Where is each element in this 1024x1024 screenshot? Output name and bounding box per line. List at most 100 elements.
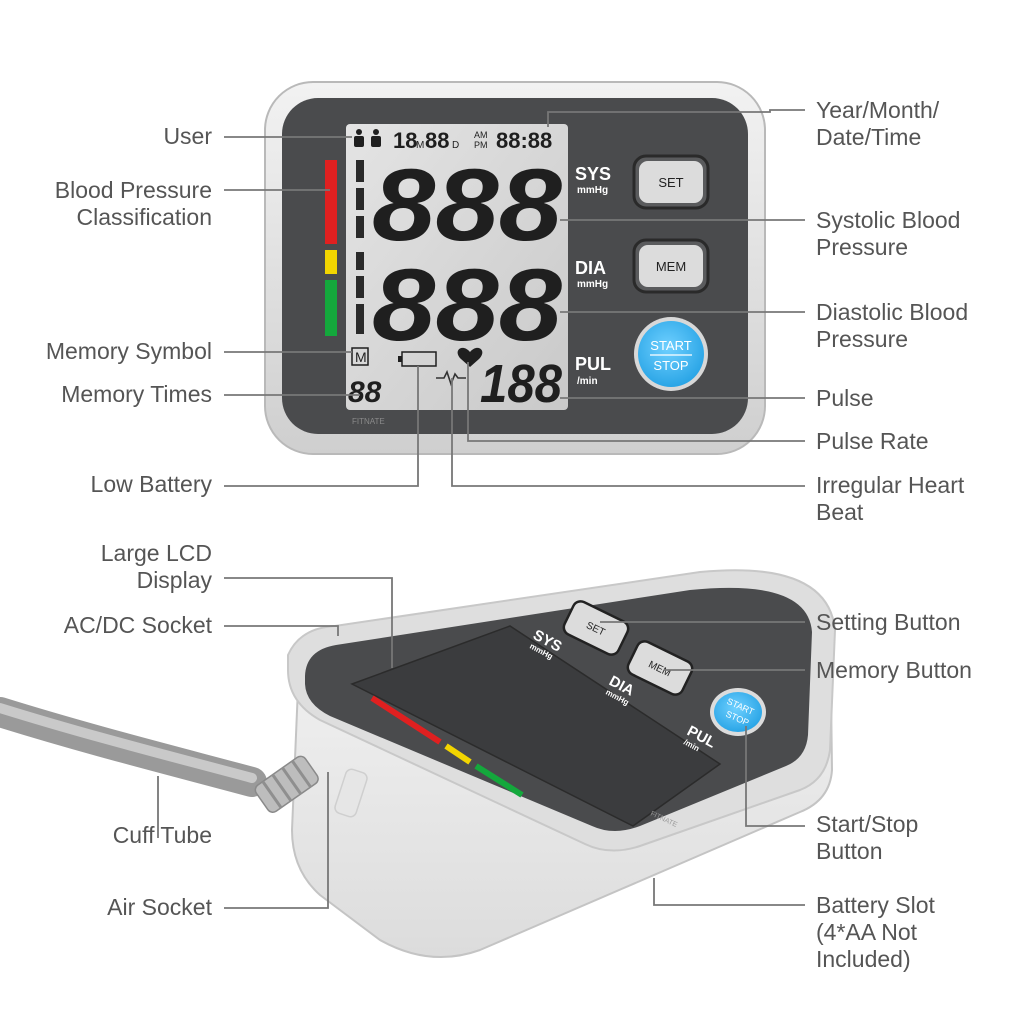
callout-low-battery: Low Battery <box>91 471 212 498</box>
callout-memory-button-line1: Memory Button <box>816 657 972 683</box>
angled-bp-red <box>370 695 442 745</box>
callout-diastolic-line2: Pressure <box>816 326 909 352</box>
callout-battery-slot-line1: Battery Slot <box>816 892 935 918</box>
callout-irregular-heart-beat-line2: Beat <box>816 499 864 525</box>
lcd-am-marker: AM <box>474 130 488 140</box>
callout-cuff-tube-line1: Cuff Tube <box>112 822 212 848</box>
callout-pulse-line1: Pulse <box>816 385 874 411</box>
callout-memory-times: Memory Times <box>61 381 212 408</box>
front-lcd-screen <box>346 124 568 410</box>
angled-start-stop-button[interactable]: START STOP <box>710 688 766 736</box>
angled-device: SYS mmHg DIA mmHg PUL /min SET MEM START… <box>0 569 837 959</box>
callout-pulse-rate-line1: Pulse Rate <box>816 428 929 454</box>
leader-pulse-rate <box>467 362 805 442</box>
lcd-systolic-digits: 888 <box>372 148 562 262</box>
callout-bp-classification: Blood Pressure Classification <box>55 177 212 231</box>
irregular-heartbeat-icon <box>436 369 466 387</box>
lcd-year-digits: 18 <box>393 128 417 153</box>
lcd-month-marker: M <box>416 140 424 151</box>
front-sys-label: SYS <box>575 164 611 184</box>
front-sys-unit: mmHg <box>577 185 608 196</box>
bp-class-red-segment <box>325 160 337 244</box>
angled-lcd-screen <box>350 625 722 827</box>
lcd-memory-digits: 88 <box>348 376 382 409</box>
callout-large-lcd-line1: Large LCD <box>100 540 212 566</box>
front-dia-label: DIA <box>575 258 606 278</box>
front-set-button-label: SET <box>658 175 683 190</box>
callout-cuff-tube: Cuff Tube <box>113 822 212 849</box>
bp-classification-bar <box>325 160 337 336</box>
callout-setting-button: Setting Button <box>816 609 961 636</box>
callout-air-socket-line1: Air Socket <box>107 894 212 920</box>
angled-bp-yellow <box>444 743 472 765</box>
front-set-button[interactable]: SET <box>632 154 710 210</box>
lcd-time-digits: 88:88 <box>496 128 552 153</box>
lcd-pm-marker: PM <box>474 140 488 150</box>
callout-systolic-line1: Systolic Blood <box>816 207 961 233</box>
angled-bp-green <box>474 763 524 798</box>
callout-ac-dc-socket-line1: AC/DC Socket <box>63 612 212 638</box>
front-stop-label: STOP <box>653 358 688 373</box>
lcd-day-marker: D <box>452 140 459 151</box>
front-start-label: START <box>650 338 691 353</box>
callout-low-battery-line1: Low Battery <box>90 471 212 497</box>
callout-air-socket: Air Socket <box>107 894 212 921</box>
callout-user-line1: User <box>163 123 212 149</box>
leader-irregular-heart-beat <box>451 378 805 487</box>
front-mem-button[interactable]: MEM <box>632 238 710 294</box>
callout-irregular-heart-beat-line1: Irregular Heart <box>816 472 965 498</box>
callout-battery-slot-line3: Included) <box>816 946 911 972</box>
callout-battery-slot: Battery Slot (4*AA Not Included) <box>816 892 935 973</box>
callout-year-month-date-time-line1: Year/Month/ <box>816 97 940 123</box>
angled-mem-button[interactable]: MEM <box>625 639 695 698</box>
callout-large-lcd-line2: Display <box>136 567 212 593</box>
callout-pulse: Pulse <box>816 385 874 412</box>
front-pul-label: PUL <box>575 354 611 374</box>
callout-memory-symbol: Memory Symbol <box>46 338 212 365</box>
lcd-pulse-digits: 188 <box>480 354 562 414</box>
callout-pulse-rate: Pulse Rate <box>816 428 929 455</box>
callout-user: User <box>163 123 212 150</box>
callout-systolic: Systolic Blood Pressure <box>816 207 960 261</box>
callout-irregular-heart-beat: Irregular Heart Beat <box>816 472 964 526</box>
callout-start-stop-button: Start/Stop Button <box>816 811 918 865</box>
user-icon <box>354 129 381 147</box>
leader-low-battery <box>224 366 419 487</box>
callout-bp-classification-line2: Classification <box>76 204 213 230</box>
callout-start-stop-button-line2: Button <box>816 838 883 864</box>
leader-start-stop-button <box>745 726 805 827</box>
callout-year-month-date-time: Year/Month/ Date/Time <box>816 97 939 151</box>
front-pul-unit: /min <box>577 376 598 387</box>
lcd-day-digits: 88 <box>425 128 449 153</box>
leader-ac-dc-socket <box>224 625 339 636</box>
callout-diastolic-line1: Diastolic Blood <box>816 299 969 325</box>
callout-large-lcd: Large LCD Display <box>101 540 212 594</box>
leader-air-socket <box>224 772 329 909</box>
callout-bp-classification-line1: Blood Pressure <box>54 177 212 203</box>
leader-lines <box>157 109 805 909</box>
callout-memory-button: Memory Button <box>816 657 972 684</box>
bp-class-green-segment <box>325 280 337 336</box>
air-socket-connector <box>254 755 319 814</box>
front-brand-label: FITNATE <box>352 417 385 426</box>
callout-setting-button-line1: Setting Button <box>816 609 961 635</box>
lcd-diastolic-digits: 888 <box>372 248 562 362</box>
callout-year-month-date-time-line2: Date/Time <box>816 124 922 150</box>
callout-ac-dc-socket: AC/DC Socket <box>64 612 212 639</box>
callout-systolic-line2: Pressure <box>816 234 909 260</box>
front-mem-button-label: MEM <box>656 259 686 274</box>
ac-dc-socket <box>334 768 368 818</box>
callout-diastolic: Diastolic Blood Pressure <box>816 299 968 353</box>
callout-start-stop-button-line1: Start/Stop <box>816 811 919 837</box>
bp-class-yellow-segment <box>325 250 337 274</box>
callout-memory-symbol-line1: Memory Symbol <box>45 338 212 364</box>
memory-symbol-box <box>351 347 369 366</box>
front-start-stop-button[interactable]: START STOP <box>634 317 708 391</box>
leader-battery-slot <box>653 878 805 906</box>
lcd-level-ticks <box>356 160 364 334</box>
callout-memory-times-line1: Memory Times <box>61 381 212 407</box>
angled-set-button[interactable]: SET <box>561 599 631 658</box>
front-dia-unit: mmHg <box>577 279 608 290</box>
lcd-memory-marker: M <box>355 349 367 365</box>
